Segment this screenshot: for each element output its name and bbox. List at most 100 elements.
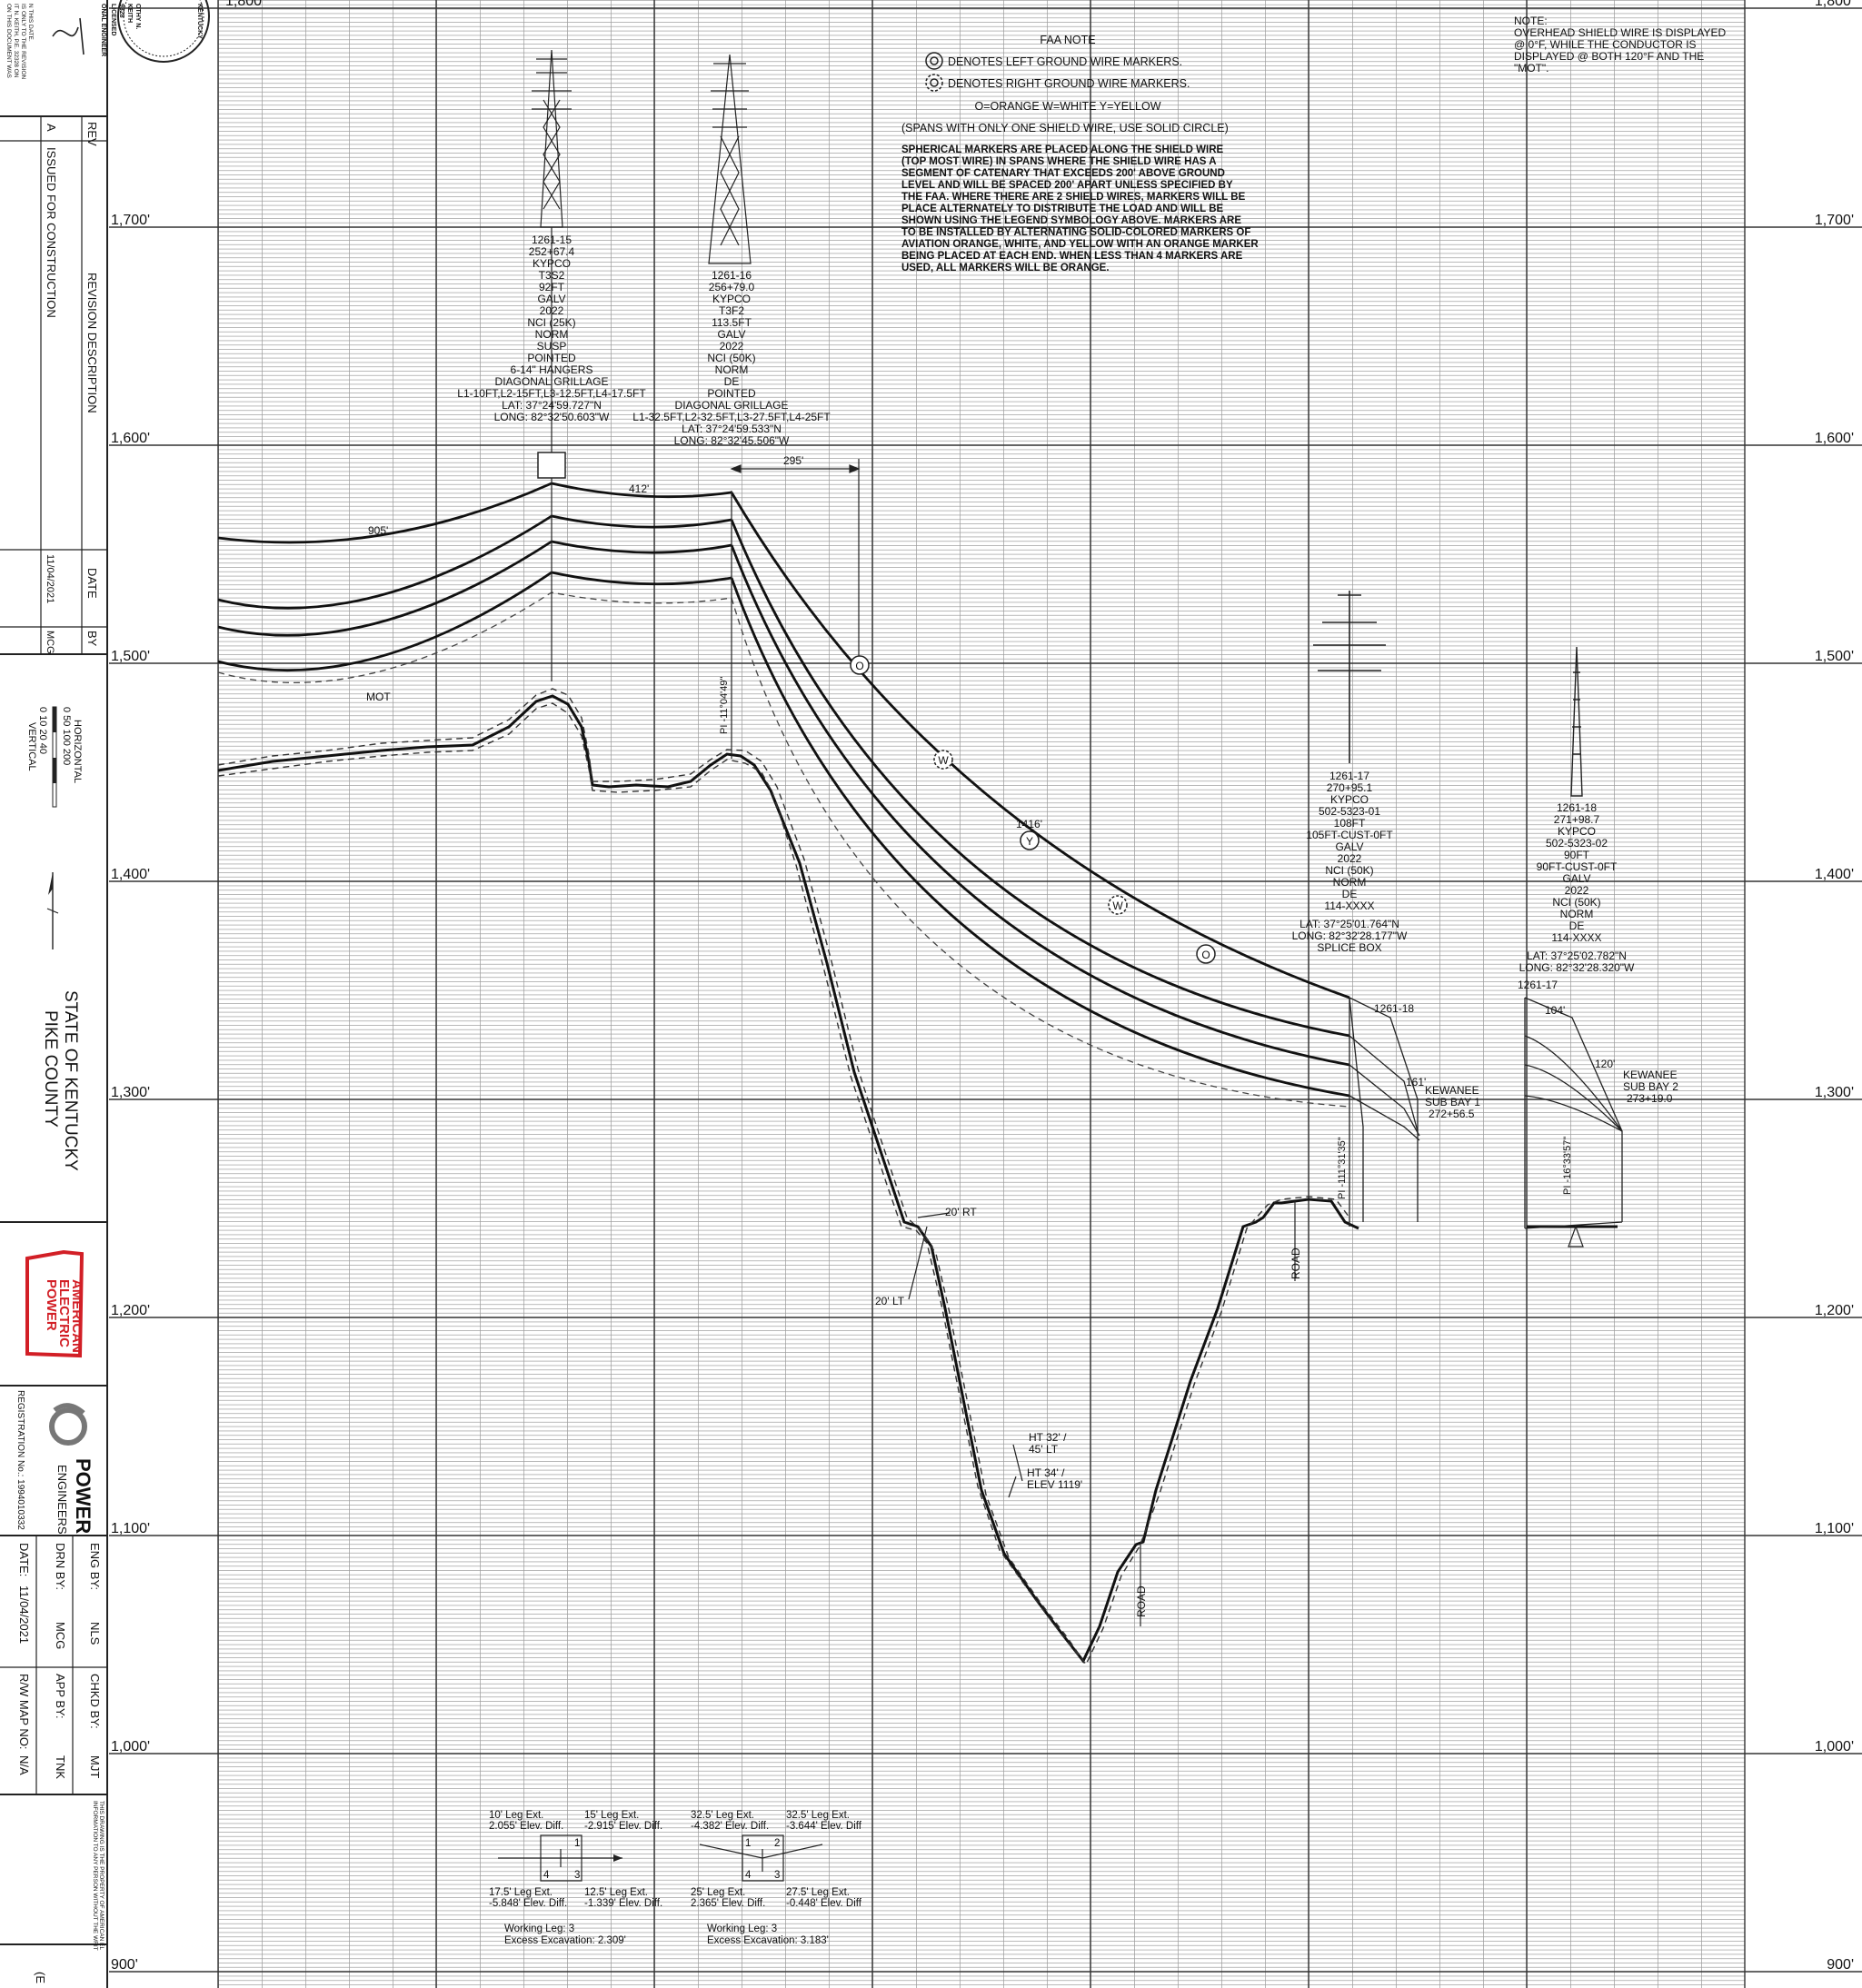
structure-line: GALV xyxy=(537,293,565,305)
marker-white-icon: W xyxy=(1108,895,1128,915)
elev-label: 1,000' xyxy=(1815,1739,1854,1754)
excess-excavation: Excess Excavation: 3.183' xyxy=(707,1935,829,1946)
structure-line: LAT: 37°24'59.727"N xyxy=(502,399,602,412)
structure-line: DE xyxy=(1569,919,1585,932)
stamp-line: IT N. KEITH, P.E. 32328 ON xyxy=(13,4,19,78)
scale-v-ticks: 0 10 20 40 xyxy=(37,707,48,754)
power-logo-sub: ENGINEERS xyxy=(55,1465,69,1535)
aep-logo-line: POWER xyxy=(44,1279,59,1331)
seal-text: KEITH xyxy=(126,4,133,23)
right-marker-text: DENOTES RIGHT GROUND WIRE MARKERS. xyxy=(948,77,1190,90)
county-label: PIKE COUNTY xyxy=(41,1010,60,1128)
span-length: 1416' xyxy=(1016,818,1042,830)
shield-note-line: DISPLAYED @ BOTH 120°F AND THE xyxy=(1514,50,1704,63)
elev-label: 1,300' xyxy=(111,1085,150,1100)
structure-line: 271+98.7 xyxy=(1554,813,1600,826)
height-label: ELEV 1119' xyxy=(1027,1478,1082,1491)
date-header: DATE xyxy=(85,568,99,599)
north-arrow-icon xyxy=(46,872,59,949)
structure-line: SUSP xyxy=(537,340,567,353)
faa-paragraph-line: (TOP MOST WIRE) IN SPANS WHERE THE SHIEL… xyxy=(901,156,1217,167)
state-label: STATE OF KENTUCKY xyxy=(61,990,80,1171)
stamp-line: IS ONLY TO THE REVISION xyxy=(20,4,26,80)
power-engineers-logo: POWER ENGINEERS REGISTRATION No.: 199401… xyxy=(15,1390,95,1535)
profile-annotations xyxy=(908,1201,1584,1626)
app-by-value: TNK xyxy=(54,1755,67,1779)
span-length: 295' xyxy=(783,454,803,467)
leg-ext: -0.448' Elev. Diff xyxy=(786,1898,862,1909)
leg-number: 3 xyxy=(774,1870,780,1881)
pi-angle: PI -11°04'49" xyxy=(719,676,730,734)
pe-seal: KENTUCKY OTHY N. KEITH 9328 LICENSED ONA… xyxy=(100,0,210,63)
shield-wire-note: NOTE: OVERHEAD SHIELD WIRE IS DISPLAYED … xyxy=(1514,15,1727,75)
structure-line: NORM xyxy=(1333,876,1367,889)
span-length: 161' xyxy=(1406,1076,1426,1088)
elev-label: 1,700' xyxy=(111,213,150,228)
seal-text: KENTUCKY xyxy=(196,4,203,39)
location-text: STATE OF KENTUCKY PIKE COUNTY xyxy=(41,990,80,1171)
power-logo-text: POWER xyxy=(72,1458,95,1534)
structure-line: DE xyxy=(1342,888,1358,900)
pi-angle: PI -111°31'35" xyxy=(1337,1137,1348,1199)
leg-number: 1 xyxy=(745,1838,751,1849)
property-note: THIS DRAWING IS THE PROPERTY OF AMERICAN… xyxy=(92,1801,105,1951)
elev-label: 1,600' xyxy=(1815,431,1854,446)
structure-line: 2022 xyxy=(1565,884,1589,897)
revision-table: REV REVISION DESCRIPTION DATE BY A ISSUE… xyxy=(45,122,99,654)
leg-number: 4 xyxy=(745,1870,752,1881)
structure-line: NORM xyxy=(1560,908,1594,920)
structure-line: LAT: 37°25'02.782"N xyxy=(1527,949,1627,962)
structure-line: KYPCO xyxy=(533,257,571,270)
structure-line: 256+79.0 xyxy=(709,281,755,293)
structure-line: KYPCO xyxy=(1558,825,1596,838)
seal-text: OTHY N. xyxy=(134,4,141,29)
structure-line: 270+95.1 xyxy=(1327,781,1373,794)
conductor-wires xyxy=(217,482,1350,1098)
structure-ref: 1261-17 xyxy=(1518,979,1558,991)
leg-ext: -3.644' Elev. Diff xyxy=(786,1821,862,1832)
structure-line: 90FT xyxy=(1564,849,1590,861)
structure-line: 114-XXXX xyxy=(1324,900,1374,912)
stamp-text: ON THIS DOCUMENT WAS IT N. KEITH, P.E. 3… xyxy=(5,4,34,80)
seal-text: 9328 xyxy=(118,4,124,18)
offset-label: 20' RT xyxy=(945,1206,977,1218)
structure-line: POINTED xyxy=(527,352,576,364)
structure-line: KYPCO xyxy=(1330,793,1369,806)
approval-table: ENG BY: NLS CHKD BY: MJT DRN BY: MCG APP… xyxy=(17,1543,102,1779)
leg-ext: 12.5' Leg Ext. xyxy=(584,1887,648,1898)
faa-markers: O W Y W O xyxy=(850,655,1216,964)
left-marker-icon xyxy=(925,52,943,70)
elev-label: 1,700' xyxy=(1815,213,1854,228)
structure-ref: 1261-18 xyxy=(1374,1002,1414,1015)
working-leg: Working Leg: 3 xyxy=(707,1923,777,1934)
faa-paragraph-line: SEGMENT OF CATENARY THAT EXCEEDS 200' AB… xyxy=(901,168,1225,179)
stamp-line: N THIS DATE. xyxy=(27,4,34,42)
road-label: ROAD xyxy=(1289,1247,1302,1279)
eng-by-value: NLS xyxy=(88,1622,102,1645)
marker-letter: O xyxy=(1201,949,1210,961)
structure-line: LONG: 82°32'28.177"W xyxy=(1292,929,1408,942)
road-label: ROAD xyxy=(1135,1585,1148,1617)
leg-ext: 10' Leg Ext. xyxy=(489,1810,543,1821)
property-note-line: THIS DRAWING IS THE PROPERTY OF AMERICAN… xyxy=(98,1801,105,1950)
structure-line: 1261-16 xyxy=(712,269,752,282)
structure-line: L1-32.5FT,L2-32.5FT,L3-27.5FT,L4-25FT xyxy=(632,411,831,423)
elev-label: 1,300' xyxy=(1815,1085,1854,1100)
structure-line: LONG: 82°32'28.320"W xyxy=(1519,961,1635,974)
structure-line: GALV xyxy=(1562,872,1590,885)
kewanee-label: KEWANEE xyxy=(1623,1069,1678,1081)
mot-curves xyxy=(217,591,1350,1108)
structure-line: KYPCO xyxy=(712,293,751,305)
kewanee-label: SUB BAY 2 xyxy=(1623,1080,1678,1093)
elev-label: 1,000' xyxy=(111,1739,150,1754)
chkd-by-label: CHKD BY: xyxy=(88,1674,102,1729)
structure-line: NCI (50K) xyxy=(707,352,755,364)
structure-line: DIAGONAL GRILLAGE xyxy=(495,375,609,388)
elev-label: 1,400' xyxy=(111,867,150,882)
shield-note-line: "MOT". xyxy=(1514,62,1549,75)
scale-h-ticks: 0 50 100 200 xyxy=(61,707,72,765)
structure-line: POINTED xyxy=(707,387,756,400)
eng-by-label: ENG BY: xyxy=(88,1543,102,1590)
drn-by-label: DRN BY: xyxy=(54,1543,67,1590)
structure-line: LAT: 37°24'59.533"N xyxy=(682,422,782,435)
